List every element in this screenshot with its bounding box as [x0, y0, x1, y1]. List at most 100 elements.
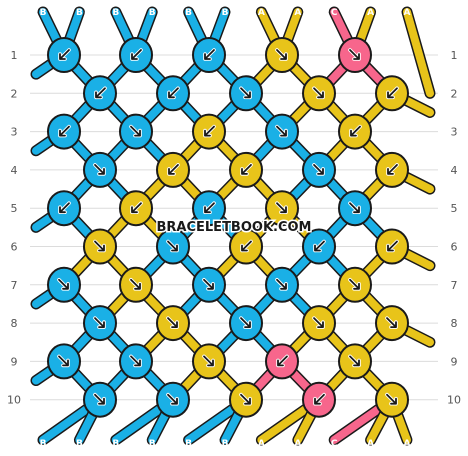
- strand-label-top: B: [185, 8, 192, 18]
- knot: [156, 228, 190, 265]
- knot: [229, 381, 263, 418]
- arrow-icon: [313, 87, 324, 99]
- arrow-icon: [167, 393, 178, 405]
- knot: [265, 113, 299, 150]
- arrow-icon: [240, 317, 251, 329]
- knot: [302, 151, 336, 188]
- arrow-icon: [241, 240, 252, 252]
- knot: [156, 75, 190, 112]
- arrow-icon: [58, 355, 69, 367]
- row-number-left: 9: [11, 355, 18, 368]
- arrow-icon: [203, 278, 214, 290]
- row-number-right: 8: [451, 317, 458, 330]
- strand-label-top: B: [222, 8, 229, 18]
- row-number-right: 1: [451, 49, 458, 62]
- arrow-icon: [131, 49, 142, 60]
- knot: [47, 113, 81, 150]
- arrow-icon: [386, 393, 397, 405]
- strand-label-top: A: [294, 8, 301, 18]
- knot: [229, 228, 263, 265]
- arrow-icon: [387, 240, 398, 252]
- arrow-icon: [314, 393, 325, 405]
- knot: [156, 151, 190, 188]
- row-number-right: 9: [451, 355, 458, 368]
- arrow-icon: [241, 163, 252, 175]
- knot: [375, 305, 409, 342]
- arrow-icon: [277, 355, 288, 367]
- knots: [47, 37, 409, 418]
- strand-label-top: B: [149, 8, 156, 18]
- knot: [192, 266, 226, 303]
- strand-label-bottom: B: [222, 439, 229, 449]
- strand-label-top: B: [40, 8, 47, 18]
- arrow-icon: [130, 355, 141, 367]
- knot: [119, 343, 153, 380]
- knot: [229, 75, 263, 112]
- knot: [83, 151, 117, 188]
- knot: [302, 381, 336, 418]
- knot: [83, 381, 117, 418]
- knot: [47, 37, 81, 73]
- knot: [302, 305, 336, 342]
- knot: [192, 343, 226, 380]
- arrow-icon: [314, 240, 325, 252]
- knot: [156, 305, 190, 342]
- knot: [338, 113, 372, 150]
- knot: [338, 266, 372, 303]
- knot: [119, 190, 153, 227]
- strand-label-top: A: [367, 8, 374, 18]
- knot: [375, 151, 409, 188]
- knot: [338, 343, 372, 380]
- strand-label-bottom: B: [185, 439, 192, 449]
- watermark: BRACELETBOOK.COM: [157, 220, 312, 235]
- arrow-icon: [276, 125, 287, 137]
- knot: [83, 305, 117, 342]
- arrow-icon: [130, 278, 141, 290]
- arrow-icon: [131, 202, 142, 214]
- arrow-icon: [349, 355, 360, 367]
- arrow-icon: [313, 317, 324, 329]
- knot: [47, 266, 81, 303]
- strand-label-bottom: B: [112, 439, 119, 449]
- strand-label-top: A: [258, 8, 265, 18]
- arrow-icon: [204, 202, 215, 214]
- row-number-left: 4: [11, 164, 18, 177]
- arrow-icon: [350, 125, 361, 137]
- arrow-icon: [59, 202, 70, 214]
- knot: [192, 37, 226, 73]
- row-number-right: 5: [451, 202, 458, 215]
- row-number-right: 10: [447, 394, 461, 407]
- arrow-icon: [59, 125, 70, 137]
- row-number-left: 6: [11, 241, 18, 254]
- knot: [83, 228, 117, 265]
- thread-segment: [403, 8, 434, 98]
- knot: [265, 190, 299, 227]
- row-number-right: 3: [451, 126, 458, 139]
- strand-label-bottom: C: [331, 439, 338, 449]
- arrow-icon: [204, 125, 215, 137]
- knot: [265, 37, 299, 73]
- strand-label-top: C: [331, 8, 338, 18]
- row-number-right: 4: [451, 164, 458, 177]
- arrow-icon: [387, 163, 398, 175]
- strand-label-bottom: B: [149, 439, 156, 449]
- knot: [375, 381, 409, 418]
- strand-label-top: A: [404, 8, 411, 18]
- knot: [47, 343, 81, 380]
- strand-label-bottom: B: [76, 439, 83, 449]
- arrow-icon: [167, 240, 178, 252]
- row-number-right: 2: [451, 87, 458, 100]
- arrow-icon: [349, 202, 360, 214]
- knot: [375, 75, 409, 112]
- row-number-right: 6: [451, 241, 458, 254]
- knot: [229, 305, 263, 342]
- row-number-left: 5: [11, 202, 18, 215]
- arrow-icon: [349, 278, 360, 290]
- arrow-icon: [349, 49, 360, 60]
- knot: [192, 113, 226, 150]
- knot: [156, 381, 190, 418]
